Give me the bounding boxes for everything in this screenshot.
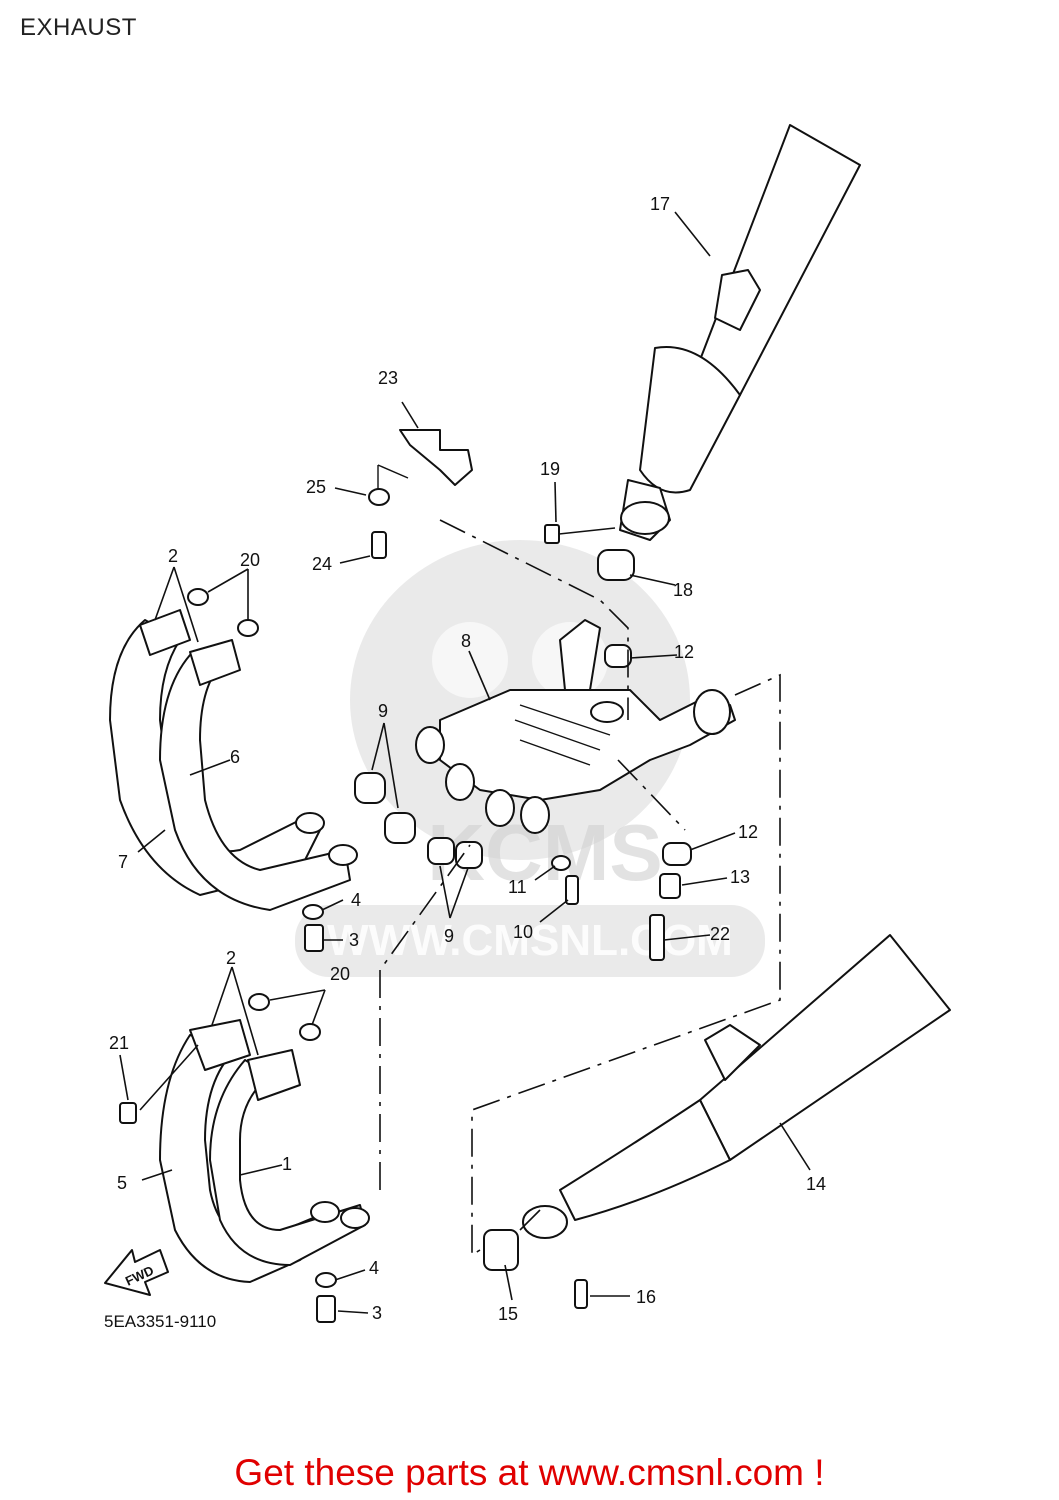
callout-12: 12 — [674, 642, 694, 662]
collector-pipe[interactable] — [415, 619, 736, 834]
callout-3: 3 — [349, 930, 359, 950]
callout-14: 14 — [806, 1174, 826, 1194]
callout-16: 16 — [636, 1287, 656, 1307]
callouts: 1 2 2 3 3 4 4 5 6 7 8 9 9 10 11 12 12 13… — [109, 194, 826, 1324]
callout-13: 13 — [730, 867, 750, 887]
callout-5: 5 — [117, 1173, 127, 1193]
callout-9: 9 — [378, 701, 388, 721]
callout-7: 7 — [118, 852, 128, 872]
leader-lines — [119, 211, 811, 1314]
callout-4: 4 — [351, 890, 361, 910]
callout-21: 21 — [109, 1033, 129, 1053]
callout-17: 17 — [650, 194, 670, 214]
callout-19: 19 — [540, 459, 560, 479]
callout-25: 25 — [306, 477, 326, 497]
callout-20: 20 — [240, 550, 260, 570]
callout-3: 3 — [372, 1303, 382, 1323]
page-title: EXHAUST — [20, 14, 137, 41]
callout-11: 11 — [508, 877, 527, 897]
callout-9: 9 — [444, 926, 454, 946]
muffler-lower[interactable] — [522, 934, 951, 1239]
muffler-upper[interactable] — [619, 124, 861, 541]
header-pipes-lower[interactable] — [159, 1019, 370, 1283]
callout-4: 4 — [369, 1258, 379, 1278]
assembly-lines — [379, 519, 781, 1257]
callout-1: 1 — [282, 1154, 292, 1174]
callout-22: 22 — [710, 924, 730, 944]
callout-8: 8 — [461, 631, 471, 651]
footer-link[interactable]: Get these parts at www.cmsnl.com ! — [234, 1452, 825, 1493]
diagram-code: 5EA3351-9110 — [104, 1312, 217, 1331]
callout-18: 18 — [673, 580, 693, 600]
fwd-arrow-icon: FWD — [104, 1249, 169, 1296]
callout-24: 24 — [312, 554, 332, 574]
hardware — [119, 488, 692, 1323]
callout-2: 2 — [226, 948, 236, 968]
callout-23: 23 — [378, 368, 398, 388]
callout-15: 15 — [498, 1304, 518, 1324]
bracket[interactable] — [377, 429, 473, 497]
callout-10: 10 — [513, 922, 533, 942]
header-pipes-upper[interactable] — [109, 609, 358, 911]
callout-2: 2 — [168, 546, 178, 566]
callout-12: 12 — [738, 822, 758, 842]
exhaust-diagram: WWW.CMSNL.COM KCMS — [104, 124, 951, 1324]
callout-20: 20 — [330, 964, 350, 984]
callout-6: 6 — [230, 747, 240, 767]
